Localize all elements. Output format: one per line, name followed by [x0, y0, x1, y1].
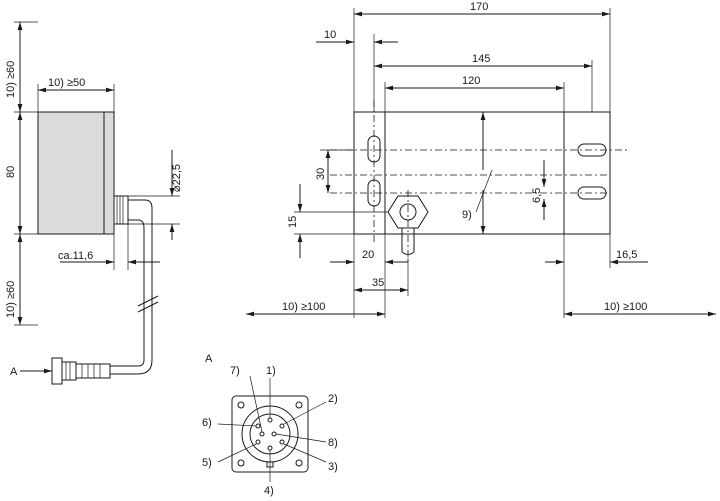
pin-2	[279, 423, 285, 429]
dim-gland-length: ca.11,6	[58, 250, 93, 262]
slot-right-bottom	[577, 186, 607, 200]
connector-view: A 1) 2) 3) 4) 5) 6) 7) 8)	[202, 353, 338, 497]
pin-5	[255, 439, 261, 445]
dim-top-height: 10) ≥60	[5, 61, 17, 98]
dim-bottom-height: 10) ≥60	[5, 281, 17, 318]
slot-right-top	[577, 143, 607, 157]
dim-cable-diameter: ⌀22,5	[171, 164, 183, 192]
dim-slot-spacing: 30	[315, 168, 327, 180]
dim-bottom-offset: 15	[287, 216, 299, 228]
dim-hole-offset: 10	[324, 29, 336, 41]
dim-body-height: 80	[5, 166, 17, 178]
sensor-body-side	[37, 111, 115, 235]
dim-left-clearance: 10) ≥100	[282, 301, 325, 313]
cable-gland-side	[113, 195, 153, 330]
side-view: 10) ≥60 80 10) ≥60 10) ≥50 ⌀22,5	[5, 21, 183, 385]
pin-label-8: 8)	[328, 437, 338, 449]
dim-width: 10) ≥50	[48, 77, 85, 89]
connector-view-title: A	[205, 353, 213, 365]
dim-gland-left: 20	[362, 249, 374, 261]
pin-label-2: 2)	[328, 393, 338, 405]
dim-hole-pitch: 145	[472, 53, 490, 65]
slot-left-bottom	[367, 179, 381, 207]
pin-label-7: 7)	[230, 365, 240, 377]
pin-3	[279, 439, 285, 445]
pin-label-1: 1)	[266, 365, 276, 377]
pin-label-4: 4)	[264, 485, 274, 497]
dim-overall-width: 170	[470, 1, 488, 13]
dim-slot-width: 6,5	[531, 188, 543, 203]
dim-right-margin: 16,5	[616, 249, 637, 261]
dim-gland-center: 35	[372, 277, 384, 289]
pin-label-6: 6)	[202, 417, 212, 429]
dim-right-clearance: 10) ≥100	[604, 301, 647, 313]
connector-label-a: A	[10, 366, 18, 378]
dim-inner-width: 120	[462, 75, 480, 87]
pin-label-3: 3)	[328, 461, 338, 473]
slot-left-top	[367, 135, 381, 163]
callout-9: 9)	[462, 209, 472, 221]
cable-gland-front	[387, 190, 429, 262]
pin-label-5: 5)	[202, 457, 212, 469]
front-view: 170 10 145 120 9) 30	[246, 1, 716, 318]
m12-connector-side	[51, 357, 111, 385]
